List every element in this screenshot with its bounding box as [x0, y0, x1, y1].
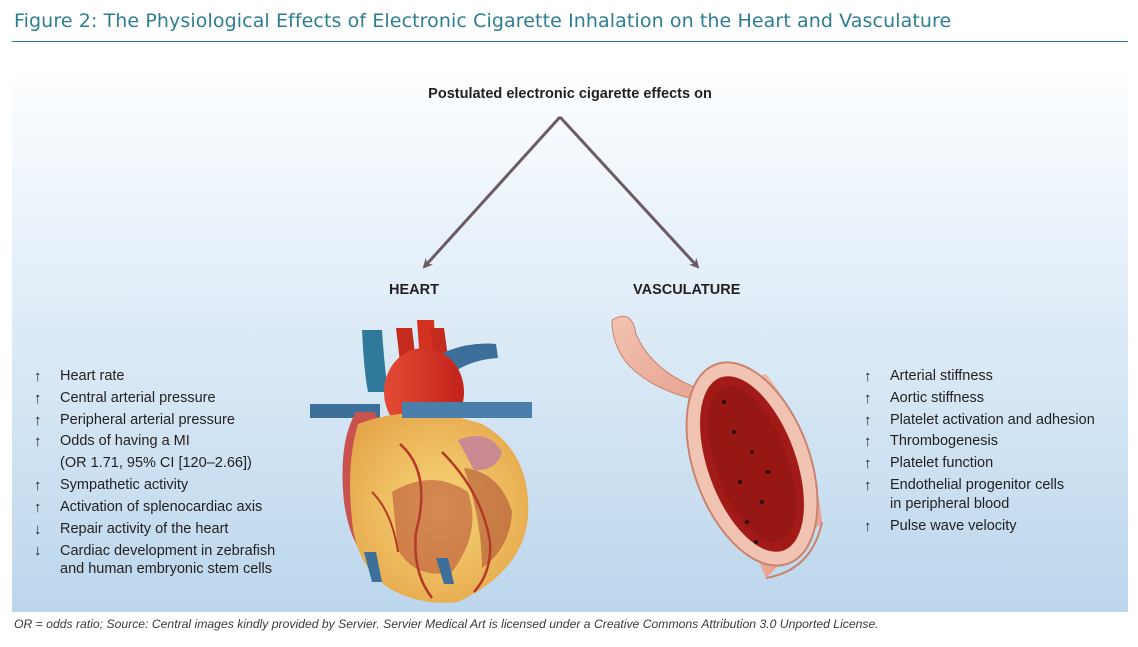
up-arrow-icon: ↑	[864, 517, 872, 535]
up-arrow-icon: ↑	[34, 476, 42, 494]
illustrations	[310, 115, 823, 603]
up-arrow-icon: ↑	[864, 368, 872, 385]
vasculature-effect-item: ↑Thrombogenesis	[864, 431, 1095, 453]
arrow-to-vasculature	[558, 115, 700, 269]
vasculature-effect-item: ↑Pulse wave velocity	[864, 516, 1095, 538]
vasculature-effect-item: ↑Platelet function	[864, 453, 1095, 475]
heart-effects-list: ↑Heart rate ↑Central arterial pressure ↑…	[34, 366, 275, 578]
heart-illustration	[310, 320, 532, 603]
heart-effect-subtext: and human embryonic stem cells	[60, 561, 272, 578]
vasculature-effect-subtext: in peripheral blood	[890, 495, 1010, 512]
diagram-panel: Postulated electronic cigarette effects …	[12, 72, 1128, 612]
up-arrow-icon: ↑	[864, 411, 872, 429]
vasculature-label: VASCULATURE	[633, 282, 741, 298]
heart-effect-item: ↑Activation of splenocardiac axis	[34, 497, 275, 519]
down-arrow-icon: ↓	[34, 542, 42, 560]
up-arrow-icon: ↑	[34, 433, 42, 451]
heart-effect-item: ↓Repair activity of the heart	[34, 519, 275, 541]
vasculature-effect-item: ↑Arterial stiffness	[864, 366, 1095, 388]
vasculature-effect-item: ↑Aortic stiffness	[864, 388, 1095, 410]
down-arrow-icon: ↓	[34, 520, 42, 538]
vessel-illustration	[611, 315, 823, 579]
heart-effect-item: ↓Cardiac development in zebrafish	[34, 542, 276, 560]
heart-label: HEART	[389, 282, 439, 298]
up-arrow-icon: ↑	[34, 498, 42, 516]
up-arrow-icon: ↑	[864, 476, 872, 494]
heart-effect-item: ↑Odds of having a MI	[34, 431, 275, 453]
figure-footnote: OR = odds ratio; Source: Central images …	[14, 617, 879, 631]
up-arrow-icon: ↑	[34, 368, 42, 385]
branch-arrows	[422, 115, 700, 269]
figure-title: Figure 2: The Physiological Effects of E…	[14, 10, 952, 32]
arrow-to-heart	[422, 115, 562, 269]
heart-effect-item: ↑Central arterial pressure	[34, 388, 275, 410]
up-arrow-icon: ↑	[864, 389, 872, 407]
vasculature-effect-item: ↑Endothelial progenitor cells	[864, 476, 1065, 494]
vasculature-effect-item: ↑Platelet activation and adhesion	[864, 410, 1095, 432]
diagram-subtitle: Postulated electronic cigarette effects …	[428, 86, 712, 102]
heart-effect-item: ↑Heart rate	[34, 366, 275, 388]
heart-effect-item: ↑Sympathetic activity	[34, 475, 275, 497]
title-divider	[12, 41, 1128, 42]
heart-effect-item: ↑Peripheral arterial pressure	[34, 410, 275, 432]
vasculature-effects-list: ↑Arterial stiffness ↑Aortic stiffness ↑P…	[864, 366, 1095, 538]
heart-effect-subtext: (OR 1.71, 95% CI [120–2.66])	[60, 455, 252, 472]
up-arrow-icon: ↑	[34, 389, 42, 407]
up-arrow-icon: ↑	[34, 411, 42, 429]
up-arrow-icon: ↑	[864, 433, 872, 451]
up-arrow-icon: ↑	[864, 455, 872, 473]
